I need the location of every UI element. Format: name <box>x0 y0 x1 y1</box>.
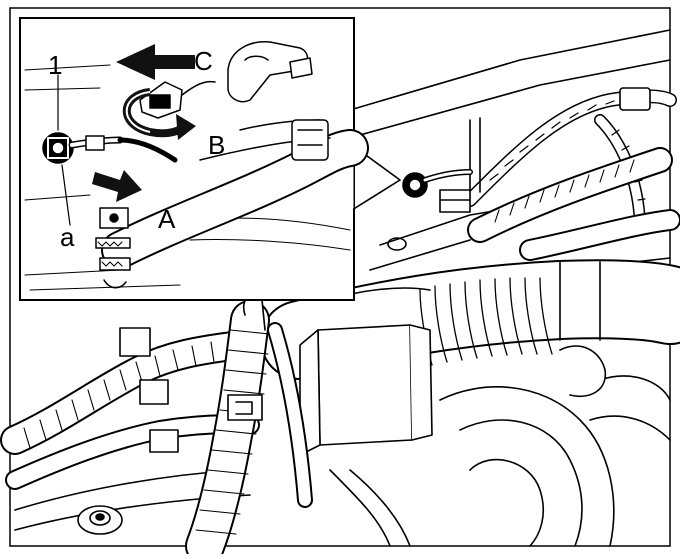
air-box <box>317 324 413 446</box>
connector-1 <box>42 132 178 164</box>
main-connector <box>402 169 473 213</box>
hose-clip <box>291 119 329 161</box>
arrow-b-head <box>176 114 196 140</box>
arrows <box>92 44 196 202</box>
callout-a-label: a <box>60 222 75 252</box>
callout-B-label: B <box>208 130 225 160</box>
arrow-a <box>92 170 142 202</box>
callout-A-label: A <box>158 204 176 234</box>
engine-bay-drawing <box>0 29 680 559</box>
arrow-c <box>116 44 195 80</box>
mount-hole <box>387 237 407 251</box>
callout-1-label: 1 <box>48 50 62 80</box>
inset-detail-panel: 1 a A B C <box>19 17 401 301</box>
body-panel-line <box>349 29 671 111</box>
intake-duct <box>260 259 680 380</box>
leader-line-a <box>61 164 71 226</box>
callout-C-label: C <box>194 46 213 76</box>
upper-harness <box>463 87 677 236</box>
body-panel-line-2 <box>359 59 671 136</box>
center-harness <box>185 295 313 559</box>
